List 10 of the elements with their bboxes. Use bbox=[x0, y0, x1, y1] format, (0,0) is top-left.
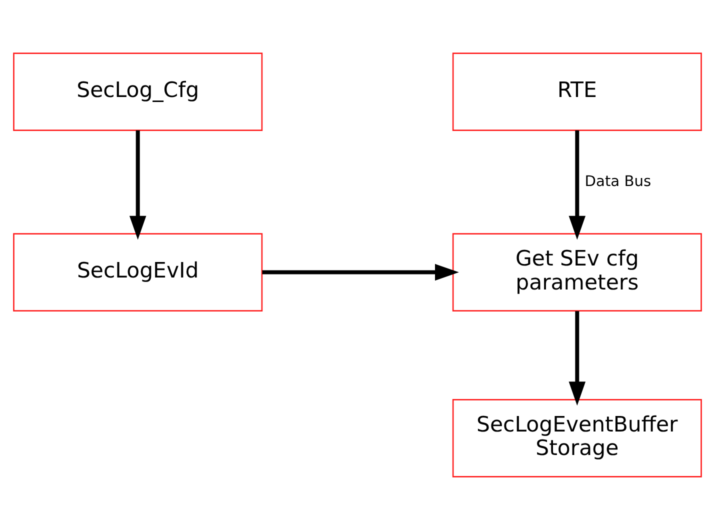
node-box: SecLogEvId bbox=[13, 233, 263, 312]
node-box: RTE bbox=[452, 52, 702, 131]
arrow bbox=[568, 311, 586, 406]
node-box: SecLogEventBuffer Storage bbox=[452, 399, 702, 478]
node-box: Get SEv cfg parameters bbox=[452, 233, 702, 312]
edge-label: Data Bus bbox=[584, 172, 652, 190]
arrow bbox=[262, 264, 459, 281]
node-box: SecLog_Cfg bbox=[13, 52, 263, 131]
arrow bbox=[129, 130, 146, 240]
arrow bbox=[568, 130, 586, 240]
